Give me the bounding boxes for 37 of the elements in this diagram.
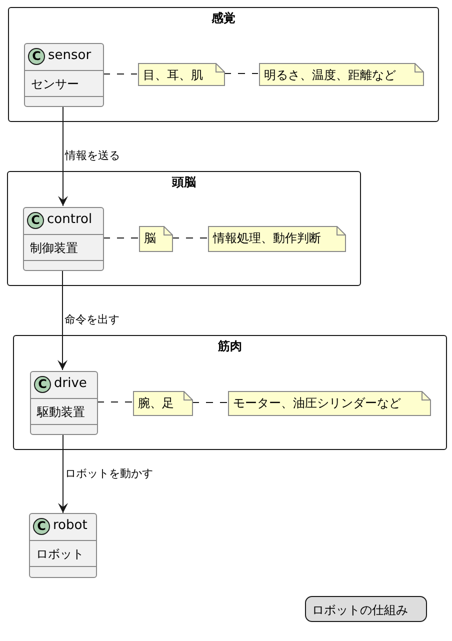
title-box: ロボットの仕組み <box>305 596 427 622</box>
class-icon: C <box>27 212 44 229</box>
package-frame <box>7 171 361 286</box>
class-name: drive <box>54 376 87 391</box>
class-box <box>23 207 104 271</box>
dashed-connector <box>224 73 258 74</box>
edge-label: ロボットを動かす <box>64 466 154 480</box>
package-frame <box>13 335 447 450</box>
arrow <box>58 270 68 370</box>
package-title: 筋肉 <box>218 338 242 355</box>
class-label: 駆動装置 <box>37 404 85 421</box>
note: 腕、足 <box>133 391 193 416</box>
class-icon: C <box>34 376 51 393</box>
class-label: センサー <box>31 76 79 93</box>
class-name: sensor <box>48 48 92 63</box>
note: 情報処理、動作判断 <box>208 226 346 252</box>
note: 脳 <box>139 226 173 252</box>
note: モーター、油圧シリンダーなど <box>228 391 431 416</box>
package-title: 感覚 <box>212 10 236 27</box>
class-box <box>30 371 98 435</box>
class-icon: C <box>33 518 50 535</box>
class-box <box>29 513 97 578</box>
arrow <box>58 434 68 514</box>
class-label: 制御装置 <box>30 240 78 257</box>
class-label: ロボット <box>36 546 84 563</box>
edge-label: 命令を出す <box>64 312 120 327</box>
class-icon: C <box>28 48 45 65</box>
note: 明るさ、温度、距離など <box>259 63 424 86</box>
note: 目、耳、肌 <box>138 63 225 86</box>
class-name: control <box>47 212 92 227</box>
class-name: robot <box>53 518 88 533</box>
package-frame <box>8 7 439 122</box>
arrow <box>58 106 68 206</box>
edge-label: 情報を送る <box>64 148 121 163</box>
dashed-connector <box>192 402 228 403</box>
package-title: 頭脳 <box>172 174 196 191</box>
class-box <box>24 43 104 107</box>
